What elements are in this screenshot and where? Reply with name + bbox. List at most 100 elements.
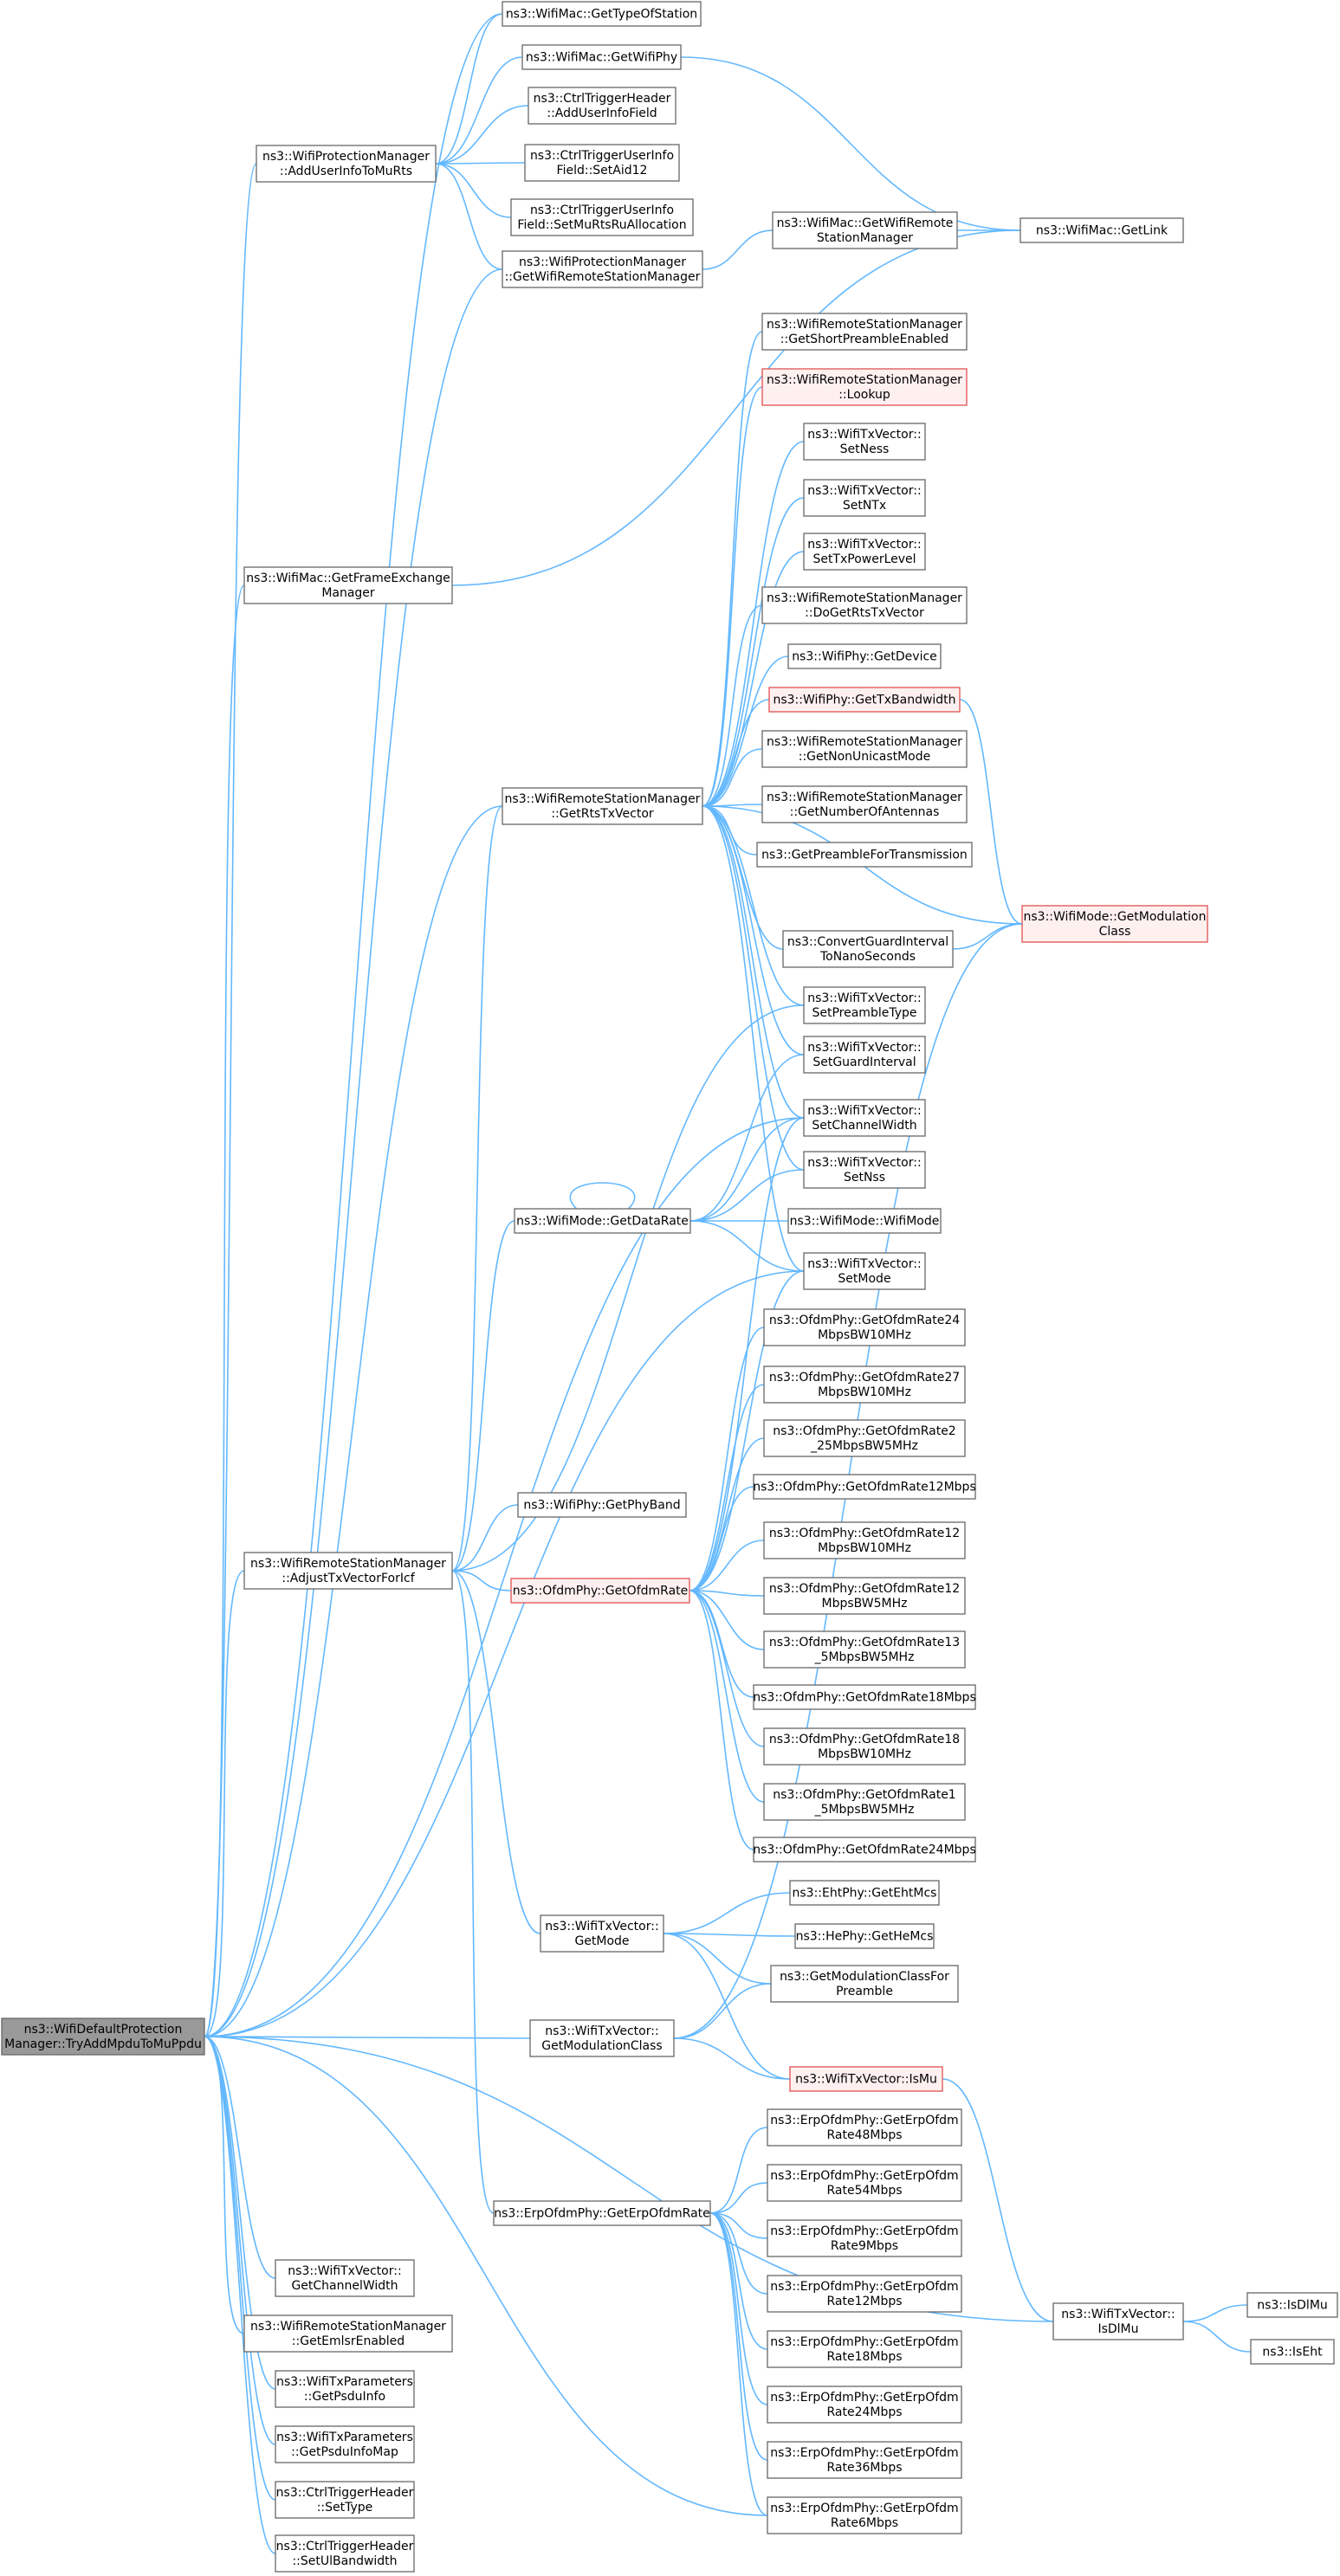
node-label: ns3::WifiTxVector:: (288, 2264, 401, 2278)
node-n63[interactable]: ns3::WifiTxParameters::GetPsduInfo (275, 2370, 415, 2408)
node-box (753, 1684, 976, 1710)
node-root[interactable]: ns3::WifiDefaultProtectionManager::TryAd… (1, 2018, 205, 2056)
node-n11[interactable]: ns3::WifiRemoteStationManager::Lookup (761, 368, 968, 406)
node-label: ns3::WifiMac::GetWifiPhy (526, 51, 677, 65)
node-label: ns3::WifiTxVector:: (545, 1920, 658, 1934)
node-n44[interactable]: ns3::OfdmPhy::GetOfdmRate1_5MbpsBW5MHz (763, 1783, 966, 1821)
node-n18[interactable]: ns3::WifiRemoteStationManager::GetNonUni… (761, 730, 968, 768)
node-n30[interactable]: ns3::WifiMode::WifiMode (787, 1208, 942, 1234)
node-n50[interactable]: ns3::WifiTxVector::GetModulationClass (529, 2019, 675, 2057)
node-label: GetModulationClass (541, 2039, 662, 2053)
node-label: ::GetPsduInfoMap (291, 2445, 398, 2459)
node-n9[interactable]: ns3::WifiMac::GetLink (1020, 217, 1184, 243)
node-n3[interactable]: ns3::CtrlTriggerHeader::AddUserInfoField (528, 87, 676, 125)
edge-root-n22 (204, 805, 503, 2037)
node-n1[interactable]: ns3::WifiMac::GetTypeOfStation (502, 1, 702, 27)
node-n54[interactable]: ns3::ErpOfdmPhy::GetErpOfdmRate (493, 2200, 711, 2226)
node-n39[interactable]: ns3::OfdmPhy::GetOfdmRate (510, 1578, 690, 1604)
node-box (502, 1, 702, 27)
node-n8[interactable]: ns3::WifiMac::GetWifiRemoteStationManage… (772, 211, 958, 249)
node-n16[interactable]: ns3::WifiPhy::GetDevice (787, 643, 942, 669)
node-label: ns3::WifiProtectionManager (262, 150, 430, 164)
node-n15[interactable]: ns3::WifiRemoteStationManager::DoGetRtsT… (761, 586, 968, 624)
node-n28[interactable]: ns3::WifiTxVector::SetNss (803, 1151, 926, 1189)
node-n31[interactable]: ns3::WifiTxVector::SetMode (803, 1252, 926, 1290)
edge-n58-n59 (1182, 2304, 1248, 2322)
node-n25[interactable]: ns3::WifiTxVector::SetPreambleType (803, 986, 926, 1024)
node-box (753, 1474, 976, 1500)
node-n2[interactable]: ns3::WifiMac::GetWifiPhy (521, 44, 682, 70)
edge-n39-n43 (689, 1590, 765, 1747)
node-label: ::GetNonUnicastMode (799, 750, 931, 764)
node-n59[interactable]: ns3::IsDlMu (1246, 2292, 1338, 2318)
node-n48[interactable]: ns3::HePhy::GetHeMcs (794, 1923, 935, 1949)
node-n69[interactable]: ns3::CtrlTriggerHeader::SetUlBandwidth (275, 2534, 415, 2573)
node-n46[interactable]: ns3::EhtPhy::GetEhtMcs (789, 1880, 940, 1906)
node-box (761, 586, 968, 624)
edge-n54-n55 (709, 2212, 768, 2239)
node-n61[interactable]: ns3::WifiRemoteStationManager::GetEmlsrE… (243, 2315, 453, 2353)
node-box (1246, 2292, 1338, 2318)
node-n65[interactable]: ns3::WifiTxParameters::GetPsduInfoMap (275, 2425, 415, 2463)
edge-n2-n9 (680, 56, 1021, 231)
node-n36[interactable]: ns3::WifiPhy::GetPhyBand (517, 1492, 687, 1518)
node-n35[interactable]: ns3::OfdmPhy::GetOfdmRate12Mbps (753, 1474, 976, 1500)
node-n23[interactable]: ns3::WifiMode::GetModulationClass (1021, 905, 1208, 943)
edge-n22-n25 (702, 805, 805, 1006)
node-n7[interactable]: ns3::WifiProtectionManager::GetWifiRemot… (502, 250, 703, 288)
node-n6[interactable]: ns3::WifiProtectionManager::AddUserInfoT… (256, 145, 437, 183)
node-n60[interactable]: ns3::IsEht (1250, 2339, 1335, 2365)
node-n14[interactable]: ns3::WifiTxVector::SetTxPowerLevel (803, 533, 926, 571)
node-n58[interactable]: ns3::WifiTxVector::IsDlMu (1052, 2302, 1184, 2340)
node-n20[interactable]: ns3::GetPreambleForTransmission (756, 842, 973, 868)
node-box (763, 1419, 966, 1457)
node-n29[interactable]: ns3::WifiMode::GetDataRate (514, 1208, 691, 1234)
node-label: ns3::OfdmPhy::GetOfdmRate13 (769, 1636, 960, 1650)
node-n47[interactable]: ns3::WifiTxVector::GetMode (540, 1914, 664, 1953)
edge-n22-n12 (702, 441, 805, 807)
node-n45[interactable]: ns3::OfdmPhy::GetOfdmRate24Mbps (753, 1837, 976, 1863)
node-n67[interactable]: ns3::CtrlTriggerHeader::SetType (275, 2481, 415, 2519)
node-n38[interactable]: ns3::WifiRemoteStationManager::AdjustTxV… (243, 1552, 453, 1590)
node-n27[interactable]: ns3::WifiTxVector::SetChannelWidth (803, 1099, 926, 1137)
node-label: GetMode (574, 1934, 629, 1948)
node-n34[interactable]: ns3::OfdmPhy::GetOfdmRate2_25MbpsBW5MHz (763, 1419, 966, 1457)
node-n26[interactable]: ns3::WifiTxVector::SetGuardInterval (803, 1036, 926, 1074)
node-label: ::GetRtsTxVector (551, 807, 654, 821)
node-label: ns3::WifiTxVector:: (807, 1156, 921, 1170)
edge-n22-n18 (702, 748, 763, 807)
node-n5[interactable]: ns3::CtrlTriggerUserInfoField::SetMuRtsR… (510, 198, 694, 236)
node-box (763, 1783, 966, 1821)
node-n12[interactable]: ns3::WifiTxVector::SetNess (803, 423, 926, 461)
node-label: ns3::ErpOfdmPhy::GetErpOfdmRate (494, 2207, 710, 2221)
edge-n39-n45 (689, 1590, 754, 1850)
node-n51[interactable]: ns3::WifiTxVector::IsMu (789, 2066, 943, 2092)
node-box (803, 1151, 926, 1189)
node-n22[interactable]: ns3::WifiRemoteStationManager::GetRtsTxV… (502, 787, 703, 825)
node-n17[interactable]: ns3::WifiPhy::GetTxBandwidth (768, 687, 961, 713)
node-n57[interactable]: ns3::WifiTxVector::GetChannelWidth (275, 2259, 415, 2297)
node-n13[interactable]: ns3::WifiTxVector::SetNTx (803, 479, 926, 517)
node-n41[interactable]: ns3::OfdmPhy::GetOfdmRate13_5MbpsBW5MHz (763, 1630, 966, 1669)
node-n10[interactable]: ns3::WifiRemoteStationManager::GetShortP… (761, 313, 968, 351)
node-label: ns3::OfdmPhy::GetOfdmRate27 (769, 1371, 960, 1385)
node-n19[interactable]: ns3::WifiRemoteStationManager::GetNumber… (761, 785, 968, 823)
node-n42[interactable]: ns3::OfdmPhy::GetOfdmRate18Mbps (753, 1684, 976, 1710)
